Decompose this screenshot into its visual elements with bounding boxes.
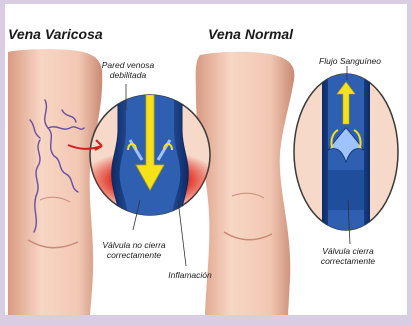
label-valvula-no-line2: correctamente <box>86 250 182 260</box>
label-pared-line2: debilitada <box>88 70 168 80</box>
label-inflamacion: Inflamación <box>160 270 220 280</box>
label-pared-line1: Pared venosa <box>88 60 168 70</box>
label-flujo-sanguineo: Flujo Sanguíneo <box>310 56 390 66</box>
label-valvula-no-cierra: Válvula no cierra correctamente <box>86 240 182 260</box>
title-varicose: Vena Varicosa <box>8 26 103 42</box>
title-normal: Vena Normal <box>208 26 293 42</box>
label-valvula-cierra: Válvula cierra correctamente <box>306 246 390 266</box>
label-valvula-si-line1: Válvula cierra <box>306 246 390 256</box>
label-valvula-no-line1: Válvula no cierra <box>86 240 182 250</box>
label-pared-venosa: Pared venosa debilitada <box>88 60 168 80</box>
label-valvula-si-line2: correctamente <box>306 256 390 266</box>
left-leg <box>8 49 102 315</box>
